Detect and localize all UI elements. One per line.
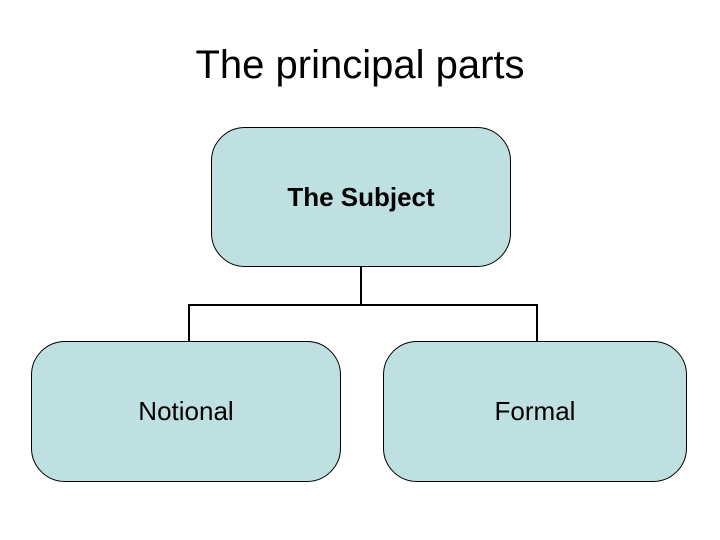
node-formal-label: Formal [494,396,576,426]
connector-to-notional [188,304,190,342]
node-the-subject-label: The Subject [287,181,435,212]
node-notional[interactable]: Notional [31,341,341,482]
connector-subject-stem [360,267,362,305]
node-formal[interactable]: Formal [383,341,687,482]
node-the-subject[interactable]: The Subject [211,127,511,267]
page-title: The principal parts [195,43,525,87]
connector-to-formal [536,304,538,342]
node-notional-label: Notional [138,396,234,426]
connector-horizontal-bar [188,304,538,306]
